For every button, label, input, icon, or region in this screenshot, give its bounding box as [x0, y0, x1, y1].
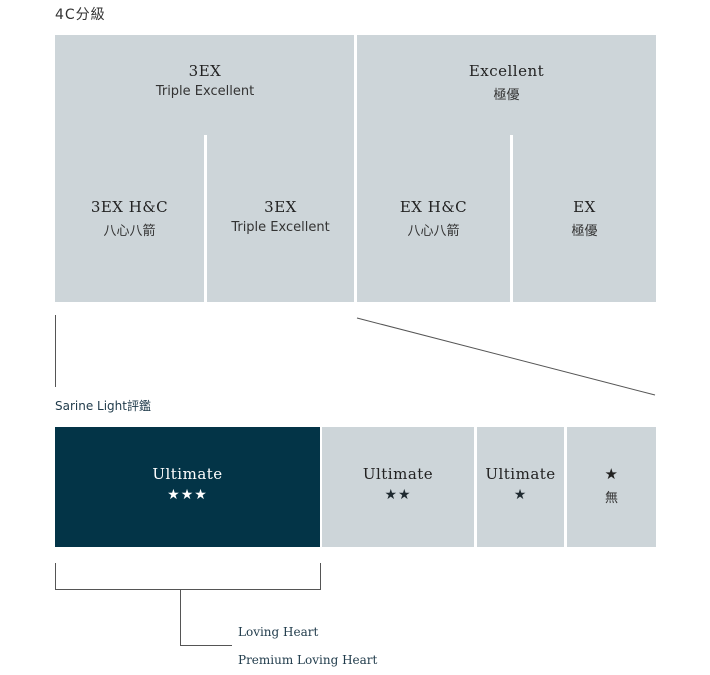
top-grade-3ex-sub: Triple Excellent [155, 84, 255, 99]
legend-loving-heart: Loving Heart [238, 625, 319, 639]
top-grade-excellent: Excellent 極優 [357, 62, 656, 103]
top-grade-excellent-name: Excellent [468, 62, 545, 80]
star-icon: ★ [604, 465, 619, 483]
top-grade-3ex: 3EX Triple Excellent [55, 62, 355, 99]
bracket-legend-leader [180, 590, 232, 646]
sarine-grade-star-none: ★ 無 [567, 427, 656, 547]
sarine-grade-ultimate-2-text: Ultimate ★★ [322, 465, 474, 503]
stars-2-icon: ★★ [384, 487, 412, 503]
top-grade-3ex-name: 3EX [188, 62, 222, 80]
legend-premium-loving-heart: Premium Loving Heart [238, 653, 378, 667]
sub-grade-ex-hc: EX H&C 八心八箭 [399, 198, 468, 239]
sarine-grade-star-none-text: ★ 無 [567, 465, 656, 506]
divider-sub-right [510, 135, 513, 302]
sarine-grade-ultimate-2: Ultimate ★★ [322, 427, 474, 547]
sarine-grade-ultimate-1-text: Ultimate ★ [477, 465, 564, 503]
sarine-grade-ultimate-1: Ultimate ★ [477, 427, 564, 547]
sub-grade-ex: EX 極優 [571, 198, 598, 239]
divider-main [354, 35, 357, 302]
bracket-highlight [55, 563, 321, 590]
connector-diagonal [356, 317, 656, 396]
sarine-grade-ultimate-3: Ultimate ★★★ [55, 427, 320, 547]
top-grade-excellent-sub: 極優 [493, 88, 520, 103]
stars-3-icon: ★★★ [167, 487, 208, 503]
sub-grade-3ex: 3EX Triple Excellent [231, 198, 330, 235]
sub-grade-3ex-hc: 3EX H&C 八心八箭 [90, 198, 169, 239]
section-title-sarine: Sarine Light評鑑 [55, 399, 151, 413]
sarine-grade-ultimate-3-text: Ultimate ★★★ [55, 465, 320, 503]
section-title-4c: 4C分級 [55, 7, 106, 23]
divider-sub-left [204, 135, 207, 302]
stars-1-icon: ★ [513, 487, 528, 503]
grade-block-4c: 3EX Triple Excellent Excellent 極優 3EX H&… [55, 35, 656, 302]
